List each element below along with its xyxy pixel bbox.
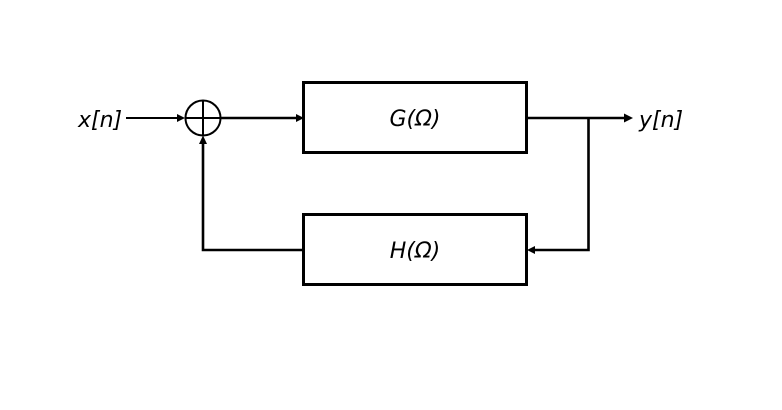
feedback-block-label: H(Ω) — [390, 239, 441, 264]
feedback-return-line — [201, 143, 304, 252]
output-label: y[n] — [638, 108, 683, 133]
junction-feedback-arrowhead — [199, 135, 207, 144]
forward-block-label: G(Ω) — [389, 107, 440, 132]
g-input-arrowhead — [296, 114, 304, 122]
input-arrowhead — [177, 114, 185, 122]
feedback-block-h — [302, 213, 528, 286]
input-label: x[n] — [77, 108, 122, 133]
feedback-tap-line — [535, 118, 590, 252]
summing-junction — [184, 99, 222, 137]
h-input-arrowhead — [527, 246, 535, 254]
output-arrowhead — [624, 113, 633, 123]
